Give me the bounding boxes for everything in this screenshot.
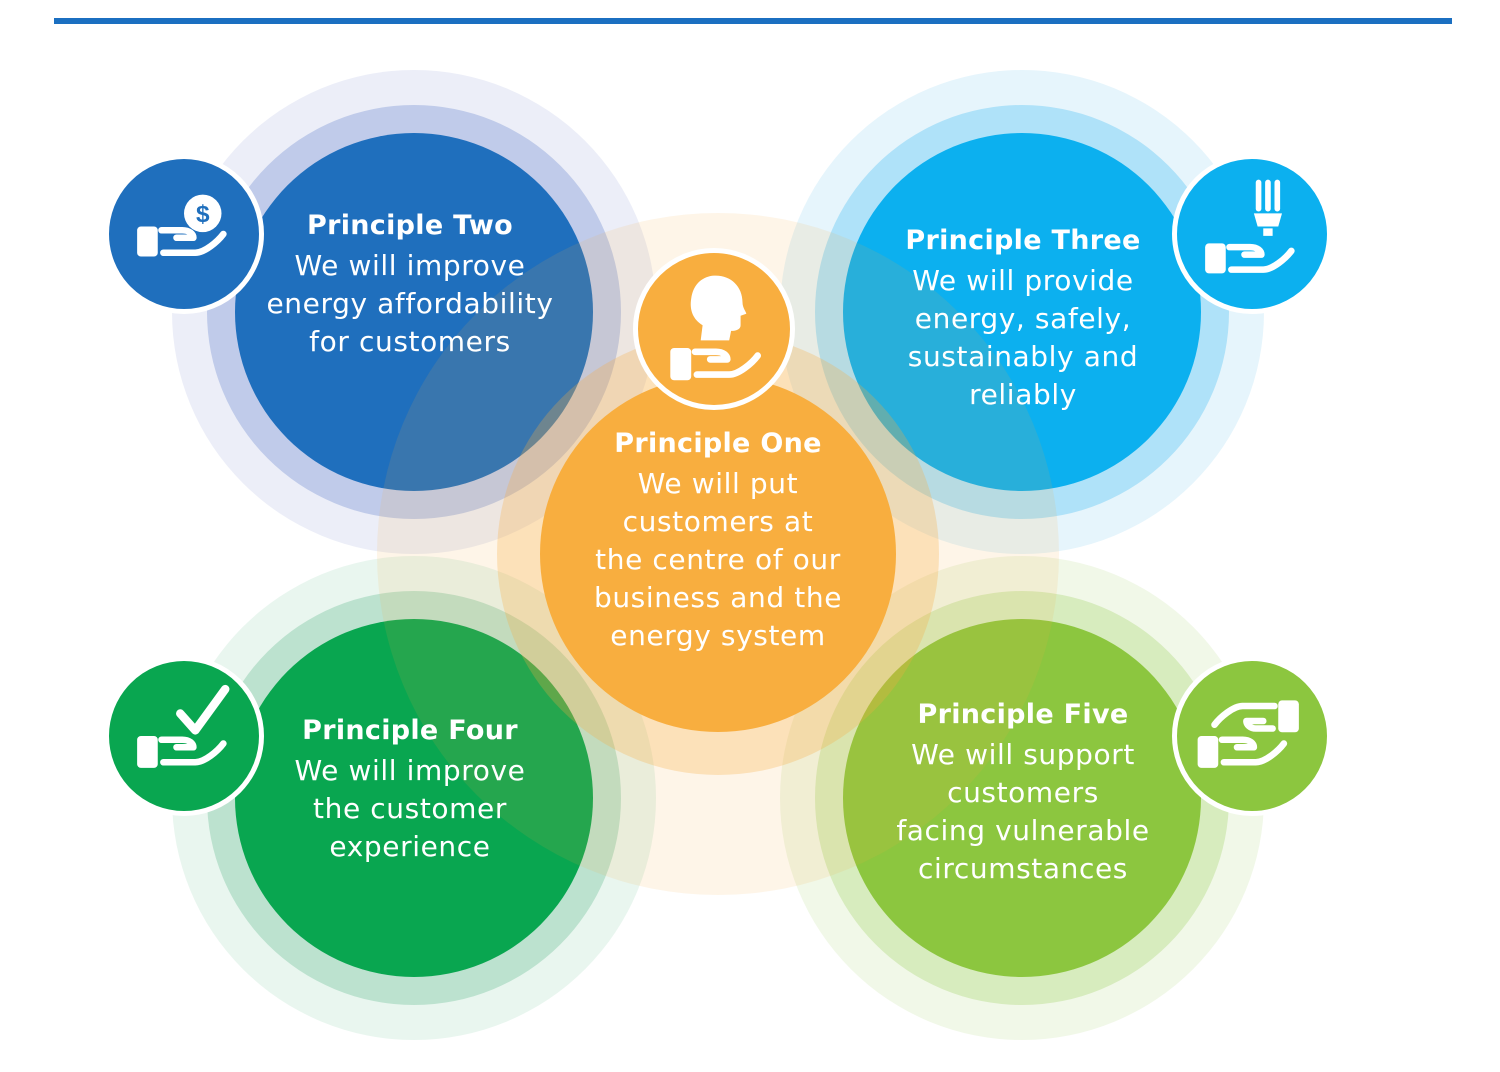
principle-four-description: We will improve the customer experience [235,752,585,866]
principle-four-circle [235,619,593,977]
principle-five-circle [843,619,1201,977]
principle-five-description: We will support customers facing vulnera… [848,736,1198,888]
principle-five-badge [1172,656,1332,816]
principle-three-description: We will provide energy, safely, sustaina… [848,262,1198,414]
lightbulb-in-hand-icon [1205,179,1295,274]
helping-hands-icon [1197,700,1299,768]
principle-four-badge [104,656,264,816]
principle-three-line: sustainably and [907,340,1139,373]
principle-two-line: for customers [309,325,511,358]
principle-four-line: the customer [313,792,507,825]
principle-one-line: the centre of our [595,543,841,576]
principle-three-label: Principle Three We will provide energy, … [848,225,1198,414]
principle-four-label: Principle Four We will improve the custo… [235,715,585,866]
principle-three-circle [843,133,1201,491]
dollar-coin-in-hand-icon: $ [137,194,227,257]
principle-one-line: business and the [593,581,843,614]
principle-three-line: energy, safely, [914,302,1132,335]
svg-text:$: $ [196,201,210,228]
principle-one-label: Principle One We will put customers at t… [543,428,893,655]
principle-two-description: We will improve energy affordability for… [235,247,585,361]
principle-three-title: Principle Three [905,225,1141,256]
head-in-hand-icon [670,275,762,381]
principle-three-line: reliably [969,378,1077,411]
principle-five-line: customers [947,776,1099,809]
principle-two-label: Principle Two We will improve energy aff… [235,210,585,361]
checkmark-in-hand-icon [137,684,230,768]
principle-one-line: We will put [637,467,799,500]
principle-one-line: customers at [622,505,814,538]
principle-one-circle [540,376,896,732]
principle-one-title: Principle One [614,428,822,459]
principle-five-line: We will support [911,738,1135,771]
principle-four-title: Principle Four [302,715,518,746]
principle-three-badge [1172,154,1332,314]
principle-one-badge [633,248,795,410]
principle-four-line: experience [329,830,491,863]
top-divider [54,18,1452,24]
principle-one-line: energy system [610,619,826,652]
principle-two-title: Principle Two [307,210,513,241]
principle-five-label: Principle Five We will support customers… [848,699,1198,888]
principle-two-line: energy affordability [266,287,554,320]
principle-five-line: facing vulnerable [896,814,1150,847]
principle-five-line: circumstances [918,852,1128,885]
principle-two-circle [235,133,593,491]
principle-three-line: We will provide [912,264,1134,297]
principle-two-badge: $ [104,154,264,314]
principle-one-description: We will put customers at the centre of o… [543,465,893,655]
principle-five-title: Principle Five [917,699,1129,730]
principle-two-line: We will improve [294,249,526,282]
principle-four-line: We will improve [294,754,526,787]
